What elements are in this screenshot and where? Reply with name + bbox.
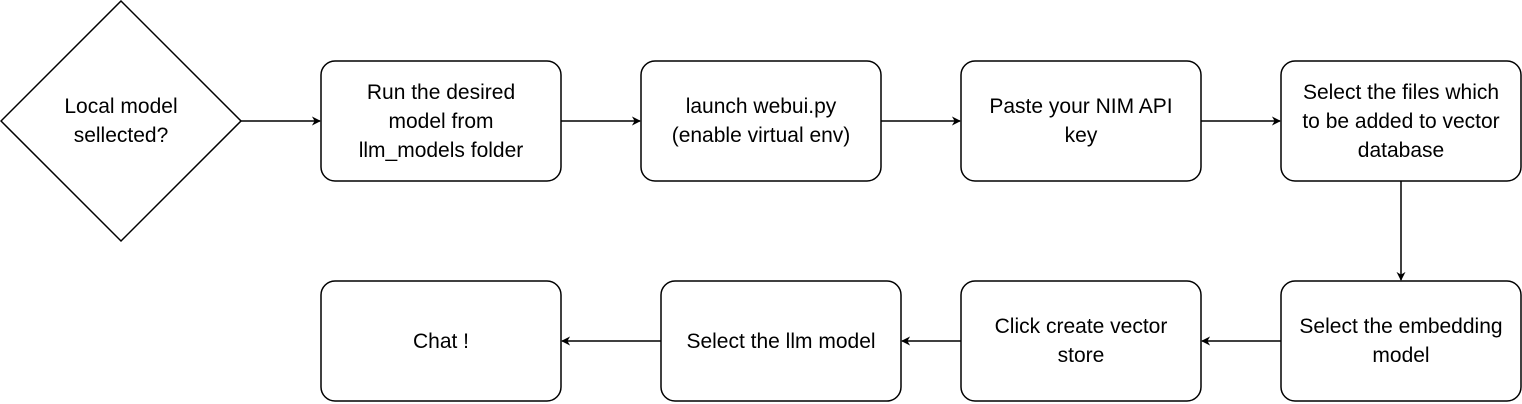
chat-label: Chat ! [412,329,470,353]
run-model-label: Run the desired model from llm_models fo… [358,80,524,162]
select-embedding-label: Select the embedding model [1299,315,1503,367]
select-llm-label: Select the llm model [686,329,876,353]
decision-label: Local model sellected? [64,95,178,147]
paste-api-key-label: Paste your NIM API key [989,95,1173,147]
select-files-label: Select the files which to be added to ve… [1302,80,1500,162]
box-chat [320,280,562,402]
decision-diamond [0,0,243,243]
launch-webui-label: launch webui.py (enable virtual env) [671,95,851,147]
create-vector-store-label: Click create vector store [994,315,1168,367]
